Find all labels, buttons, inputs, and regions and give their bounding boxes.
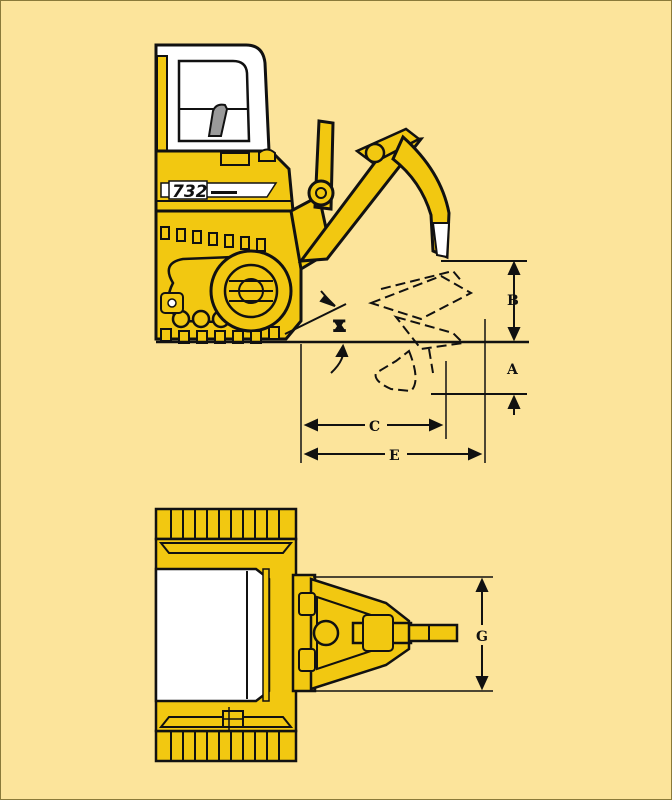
machine-body-top [154,537,298,733]
dimension-e: E [303,319,486,464]
dimension-label-b: B [507,293,519,309]
drive-sprocket [209,249,293,333]
angle-x-indicator: X [284,290,349,374]
ripper-top [291,573,459,693]
dimension-g: G [313,576,495,692]
dimension-a: A [431,362,527,415]
engine-hood: 732 [154,148,295,213]
model-badge: 732 [172,182,208,202]
track-assembly [154,209,303,344]
dimension-label-c: C [369,419,380,435]
ripper-assembly [289,119,451,272]
upper-track [154,507,298,541]
dimension-c: C [300,344,447,463]
dimension-label-x: X [334,319,345,335]
cab [154,43,271,153]
dimension-label-a: A [506,362,519,378]
dimension-label-g: G [476,629,488,645]
dimension-b: B [441,260,527,342]
top-view: G [154,507,495,763]
lowered-ripper-outline [367,269,474,393]
dimension-label-e: E [389,448,400,464]
side-view: 732 [154,43,529,464]
lower-track [154,729,298,763]
